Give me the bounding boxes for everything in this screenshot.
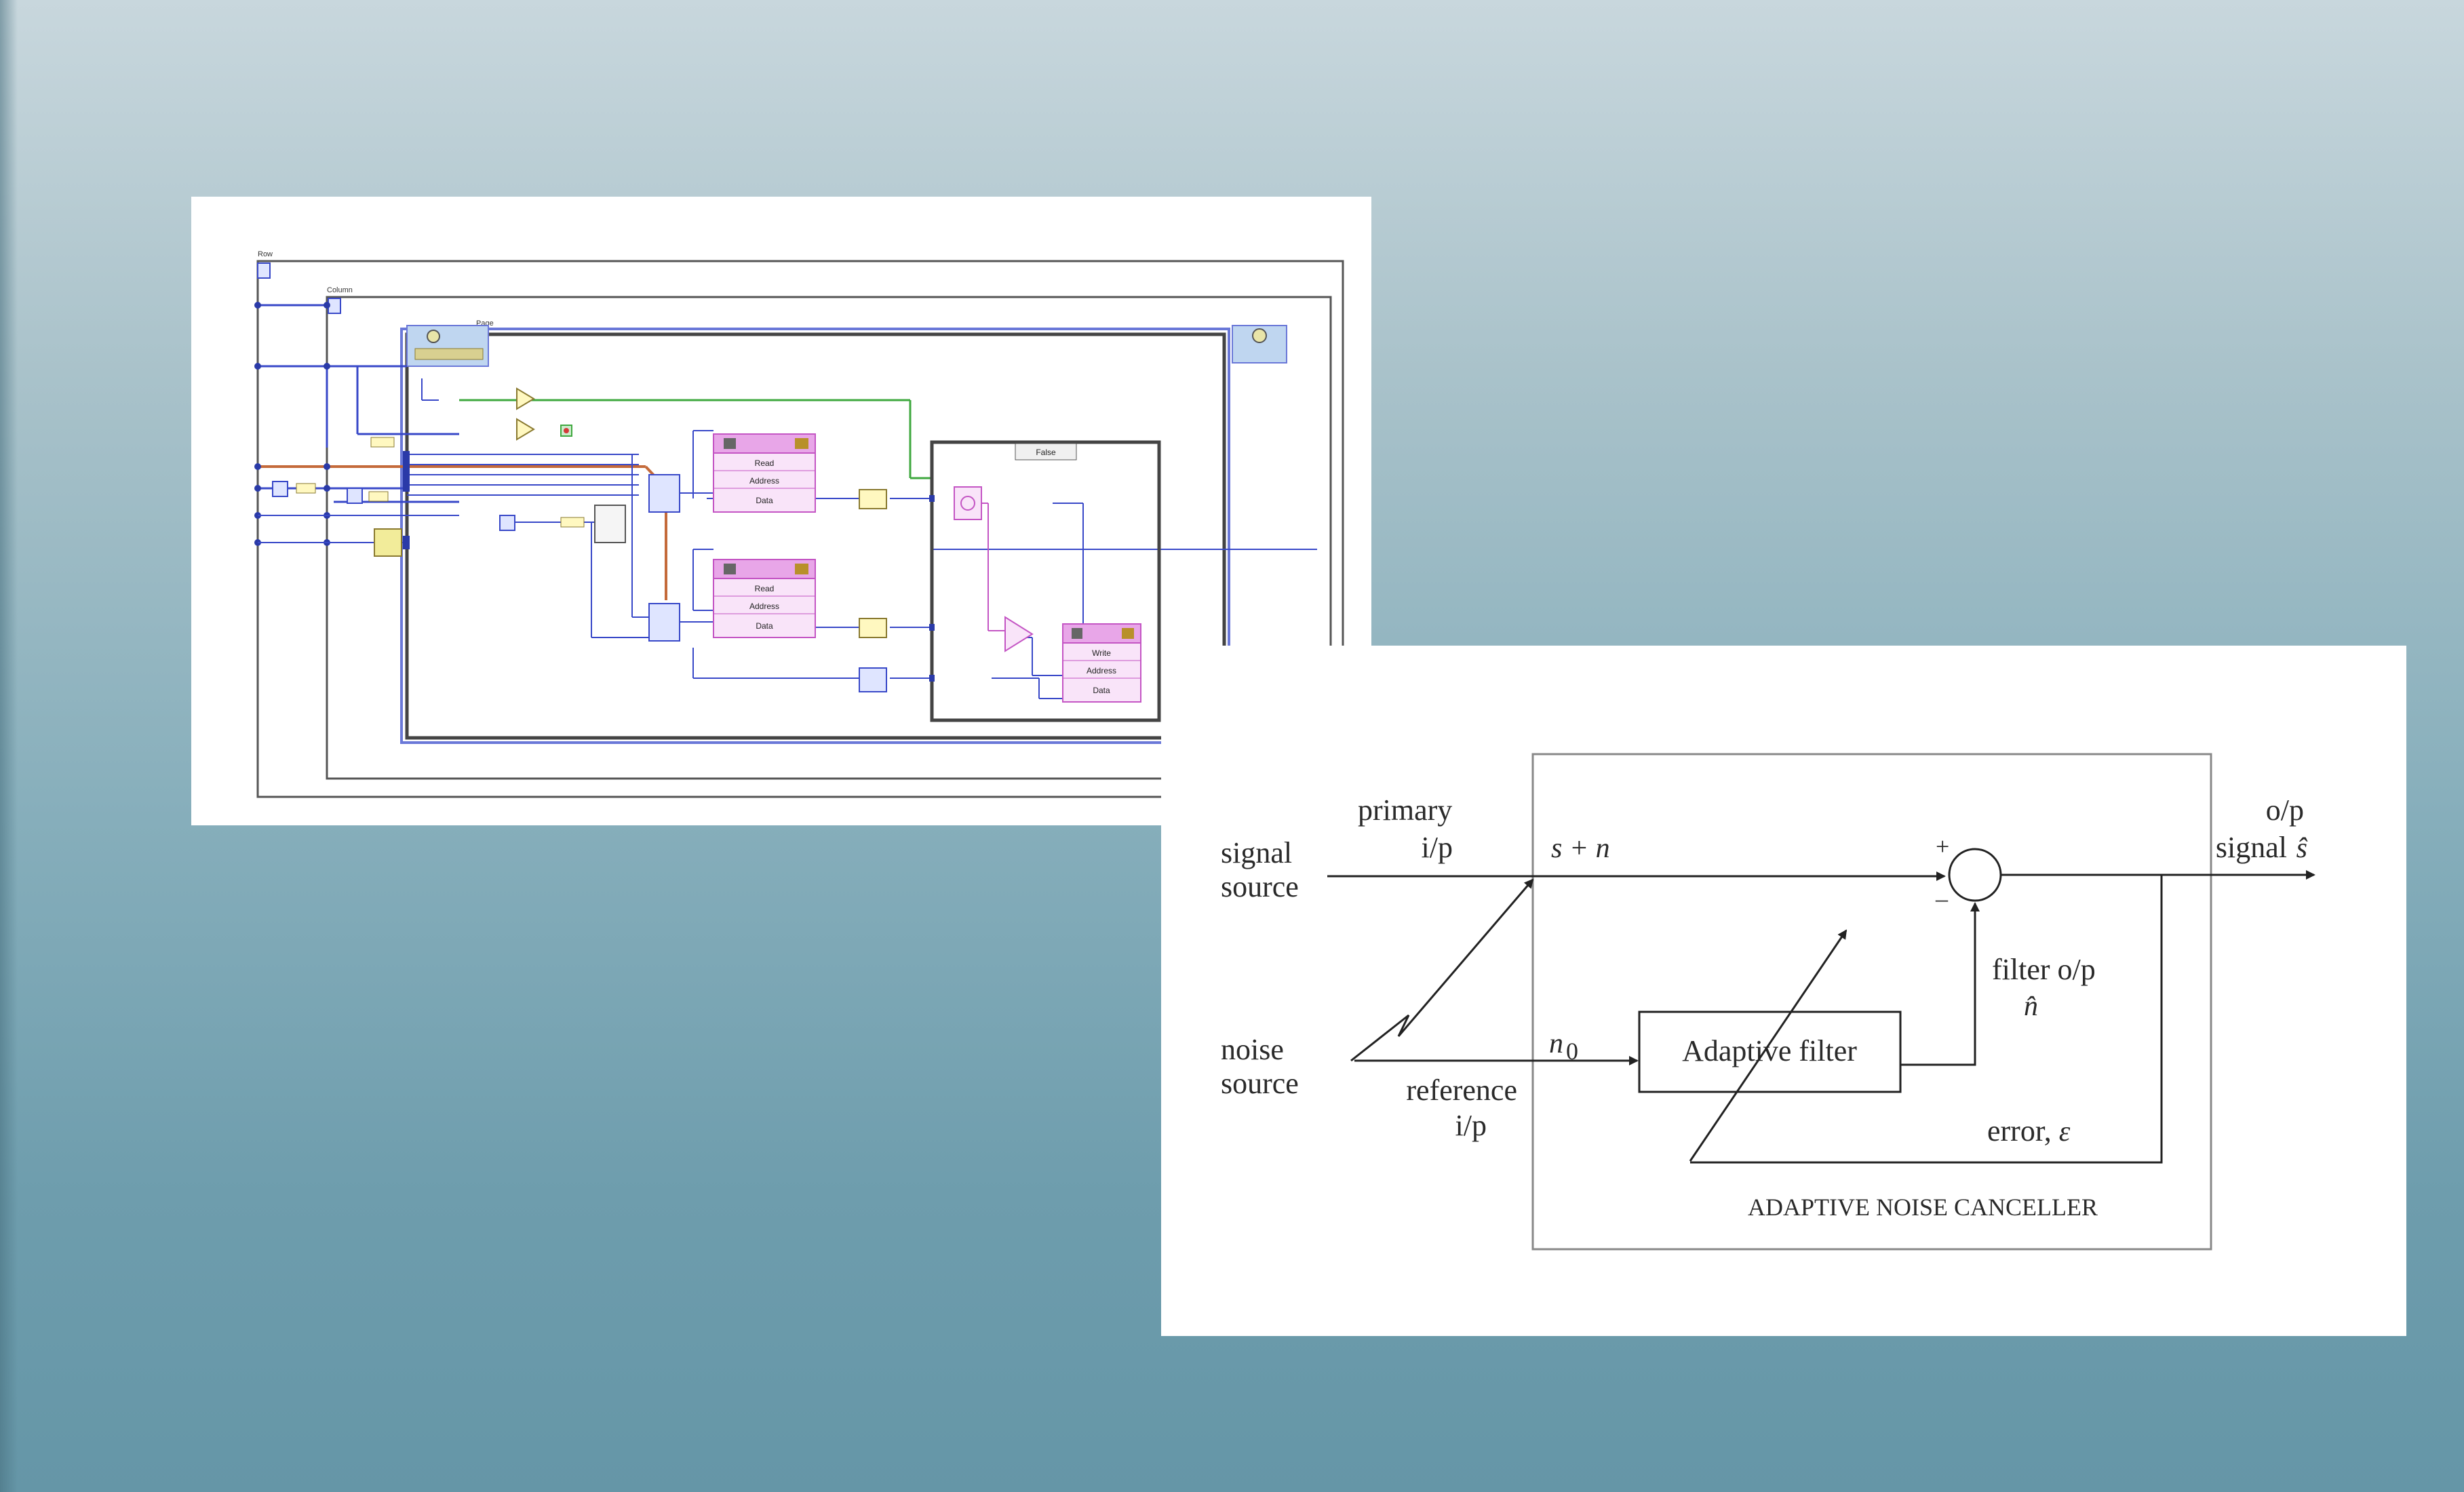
numeric-constant-3-icon xyxy=(370,437,395,448)
subvi-node-2-icon xyxy=(648,603,680,642)
summing-junction xyxy=(1948,848,2002,902)
timer-icon-left xyxy=(427,330,440,343)
n-zero-subscript: 0 xyxy=(1566,1038,1578,1065)
signal-source-label-2: source xyxy=(1221,870,1299,903)
error-label: error, ε xyxy=(1987,1114,2071,1147)
memory-read-1-address: Address xyxy=(749,476,779,486)
memory-read-2-address: Address xyxy=(749,602,779,611)
column-loop-label: Column xyxy=(327,286,353,294)
adaptive-noise-canceller-diagram: ADAPTIVE NOISE CANCELLER signal source p… xyxy=(1161,646,2406,1336)
slide-left-edge xyxy=(0,0,18,1492)
memory-write-block: Write Address Data xyxy=(1062,623,1141,703)
compare-node-2-icon xyxy=(516,418,535,441)
memory-write-op: Write xyxy=(1092,648,1111,658)
bundle-node-icon xyxy=(594,505,626,543)
row-loop-label: Row xyxy=(258,250,273,258)
plus-sign: + xyxy=(1936,833,1949,860)
build-array-icon xyxy=(374,528,402,557)
minus-sign: – xyxy=(1935,885,1949,912)
numeric-constant-2-icon xyxy=(368,491,389,502)
memory-read-block-1: Read Address Data xyxy=(713,433,816,513)
filter-output-label: filter o/p xyxy=(1992,953,2096,986)
signal-source-label-1: signal xyxy=(1221,836,1292,869)
adaptive-filter-box xyxy=(1638,1010,1902,1093)
wire-junctions xyxy=(254,302,330,546)
column-loop-frame xyxy=(326,296,1332,780)
output-signal-label-2: signal xyxy=(2216,831,2287,864)
case-selector[interactable] xyxy=(1015,443,1077,460)
shift-register-left xyxy=(406,325,489,367)
index-constant-2-icon xyxy=(347,488,363,504)
noise-source-label-2: source xyxy=(1221,1067,1299,1100)
primary-input-label-2: i/p xyxy=(1422,831,1453,864)
reference-input-label-2: i/p xyxy=(1455,1109,1487,1142)
timer-icon-right xyxy=(1252,328,1267,343)
s-plus-n-label: s + n xyxy=(1551,833,1610,864)
row-loop-counter-icon xyxy=(257,262,271,279)
labview-block-diagram: Row Column Page xyxy=(191,197,1371,825)
convert-node-1-icon xyxy=(859,489,887,509)
reference-input-label-1: reference xyxy=(1406,1074,1517,1107)
case-structure-frame xyxy=(930,440,1161,722)
canceller-box xyxy=(1531,753,2212,1251)
index-constant-icon xyxy=(272,481,288,497)
filter-output-path xyxy=(1900,902,1980,1066)
numeric-constant-4-icon xyxy=(560,517,585,528)
error-feedback-path xyxy=(1690,875,2163,1164)
compare-node-1-icon xyxy=(516,387,535,410)
case-selector-label: False xyxy=(1036,448,1056,457)
memory-read-1-data: Data xyxy=(756,496,773,505)
memory-read-1-op: Read xyxy=(755,458,775,468)
output-signal-symbol: ŝ xyxy=(2296,833,2308,864)
numeric-constant-icon xyxy=(296,483,316,494)
boolean-wire xyxy=(459,399,932,479)
memory-read-2-data: Data xyxy=(756,621,773,631)
adaptive-filter-label: Adaptive filter xyxy=(1682,1034,1857,1067)
subvi-node-1-icon xyxy=(648,474,680,513)
output-signal-label-1: o/p xyxy=(2266,793,2304,827)
noise-to-primary-path xyxy=(1350,878,1534,1062)
index-node-2-icon xyxy=(859,667,887,692)
memory-read-block-2: Read Address Data xyxy=(713,559,816,638)
index-node-icon xyxy=(499,515,515,531)
timer-value-left xyxy=(414,348,484,360)
n-zero-label: n xyxy=(1549,1028,1563,1059)
row-loop-frame xyxy=(256,260,1344,798)
convert-node-2-icon xyxy=(859,618,887,638)
memory-write-data: Data xyxy=(1093,686,1110,695)
canceller-title: ADAPTIVE NOISE CANCELLER xyxy=(1748,1194,2098,1221)
adaptation-arrow xyxy=(1689,929,1847,1162)
memory-read-2-op: Read xyxy=(755,584,775,593)
gain-node-icon xyxy=(1004,616,1034,652)
memory-write-address: Address xyxy=(1087,666,1116,675)
filter-output-symbol: n̂ xyxy=(2024,991,2038,1022)
primary-input-label-1: primary xyxy=(1358,793,1452,827)
multiply-node-icon xyxy=(954,486,982,520)
noise-source-label-1: noise xyxy=(1221,1033,1284,1066)
